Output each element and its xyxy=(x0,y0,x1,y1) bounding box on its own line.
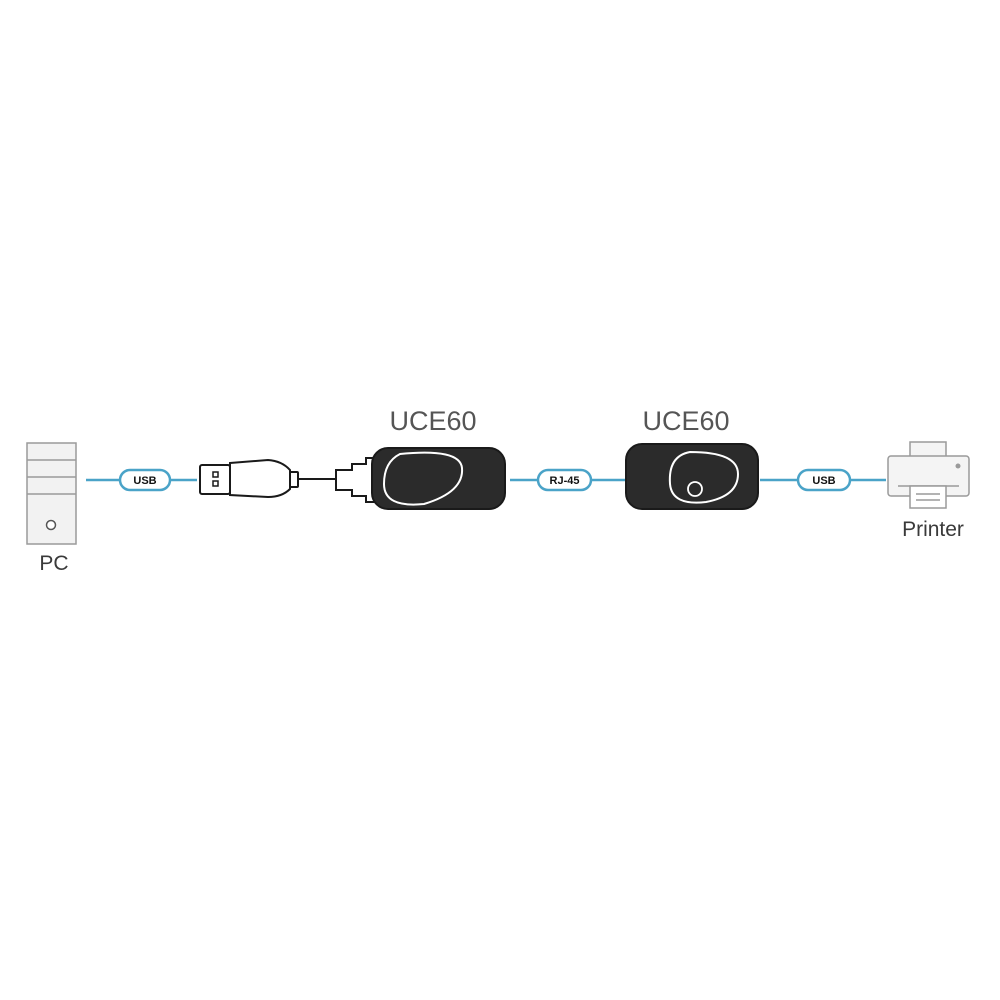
local-unit-icon xyxy=(335,447,506,510)
rj45-pill-text: RJ-45 xyxy=(550,475,580,487)
usb-plug-icon xyxy=(199,458,299,499)
usb-pill-printer-text: USB xyxy=(812,475,835,487)
local-unit-title: UCE60 xyxy=(389,406,476,436)
printer-icon xyxy=(887,441,970,509)
rj45-pill: RJ-45 xyxy=(536,468,593,492)
pc-label: PC xyxy=(39,552,68,575)
usb-pill-pc-text: USB xyxy=(133,475,156,487)
usb-pill-pc: USB xyxy=(118,468,172,492)
usb-pill-printer: USB xyxy=(796,468,852,492)
remote-unit-icon xyxy=(625,443,759,510)
remote-unit-title: UCE60 xyxy=(642,406,729,436)
printer-label: Printer xyxy=(902,518,964,541)
pc-icon xyxy=(26,442,77,545)
